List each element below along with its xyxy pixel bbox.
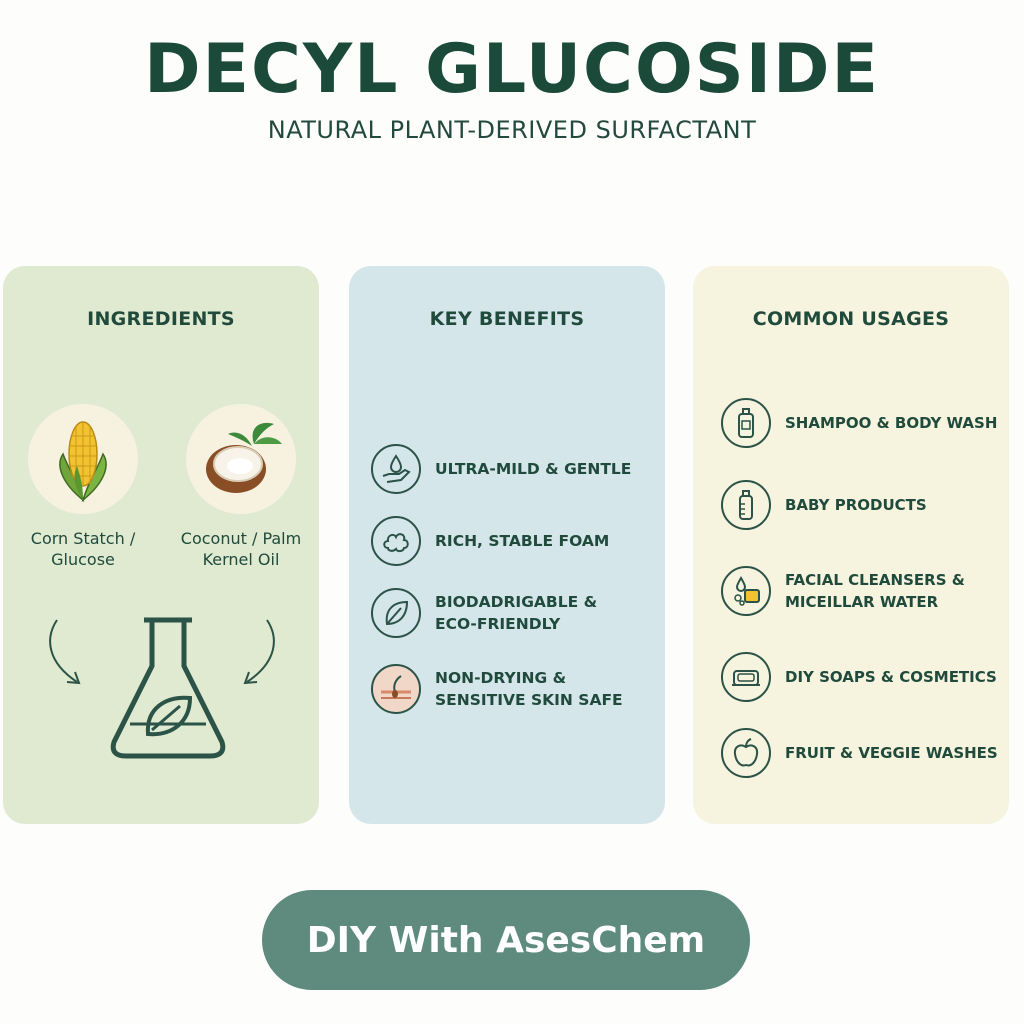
apple-icon [721,728,771,778]
usage-item: BABY PRODUCTS [721,480,927,530]
benefit-line: RICH, STABLE FOAM [435,532,610,550]
usages-heading: COMMON USAGES [752,308,950,330]
usage-item: FRUIT & VEGGIE WASHES [721,728,998,778]
page-title: DECYL GLUCOSIDE [144,30,880,109]
coconut-icon [186,404,296,514]
ingredients-heading: INGREDIENTS [87,308,235,330]
soap-icon [721,652,771,702]
usage-item: FACIAL CLEANSERS & MICEILLAR WATER [721,566,965,616]
benefit-line: ECO-FRIENDLY [435,615,561,633]
usage-line: MICEILLAR WATER [785,593,939,611]
benefit-line: ULTRA-MILD & GENTLE [435,460,632,478]
benefit-item: BIODADRIGABLE & ECO-FRIENDLY [371,588,597,638]
benefit-line: SENSITIVE SKIN SAFE [435,691,623,709]
usage-line: FACIAL CLEANSERS & [785,571,965,589]
usage-item: DIY SOAPS & COSMETICS [721,652,997,702]
benefit-item: RICH, STABLE FOAM [371,516,609,566]
benefit-line: BIODADRIGABLE & [435,593,598,611]
corn-icon [28,404,138,514]
usage-line: BABY PRODUCTS [785,496,927,514]
baby-bottle-icon [721,480,771,530]
benefits-card: KEY BENEFITS ULTRA-MILD & GENTLE RICH, S… [349,266,665,824]
usage-line: DIY SOAPS & COSMETICS [785,668,997,686]
leaf-icon [371,588,421,638]
usage-line: SHAMPOO & BODY WASH [785,414,998,432]
foam-icon [371,516,421,566]
usages-card: COMMON USAGES SHAMPOO & BODY WASH BABY P… [693,266,1009,824]
benefit-line: NON-DRYING & [435,669,567,687]
flask-leaf-icon [110,617,226,759]
page-subtitle: NATURAL PLANT-DERIVED SURFACTANT [267,116,757,144]
right-arrow-icon [243,619,275,685]
skin-icon [371,664,421,714]
usage-line: FRUIT & VEGGIE WASHES [785,744,998,762]
benefit-item: ULTRA-MILD & GENTLE [371,444,631,494]
ingredients-card: INGREDIENTS Corn Statch / Glucose [3,266,319,824]
cleanser-icon [721,566,771,616]
coconut-label: Coconut / Palm Kernel Oil [180,529,302,569]
left-arrow-icon [49,619,81,685]
corn-label: Corn Statch / Glucose [30,529,136,569]
benefits-heading: KEY BENEFITS [429,308,585,330]
benefit-item: NON-DRYING & SENSITIVE SKIN SAFE [371,664,623,714]
bottle-icon [721,398,771,448]
usage-item: SHAMPOO & BODY WASH [721,398,997,448]
drop-hand-icon [371,444,421,494]
brand-badge: DIY With AsesChem [262,890,750,990]
